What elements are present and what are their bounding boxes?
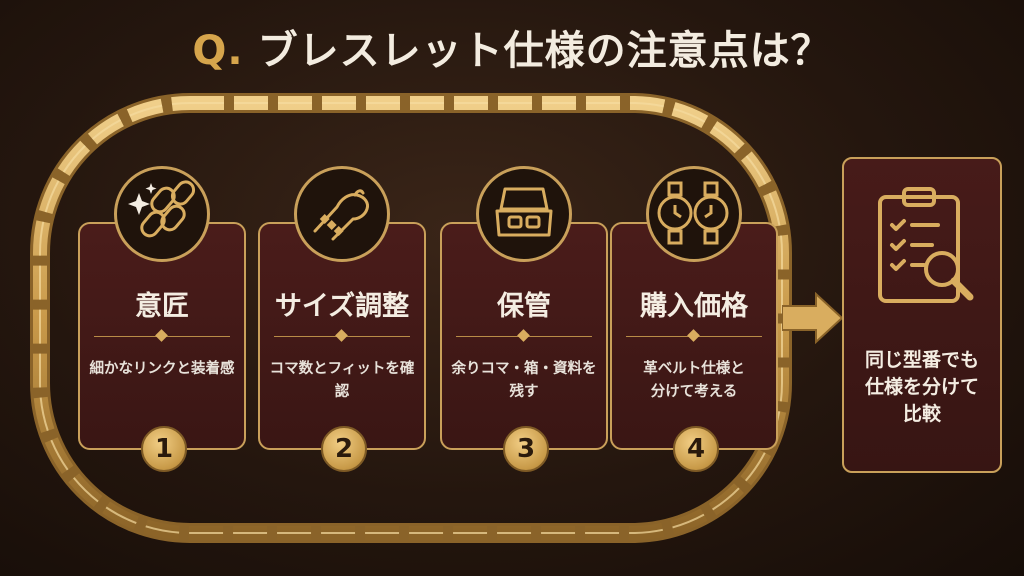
diamond-ornament <box>517 329 530 342</box>
result-description: 同じ型番でも 仕様を分けて 比較 <box>852 347 992 428</box>
card-line: コマ数とフィットを確認 <box>269 361 415 400</box>
card-title: 保管 <box>497 291 551 322</box>
card-description: 革ベルト仕様と 分けて考える <box>618 358 770 404</box>
two-watches-icon <box>646 166 742 262</box>
result-line: 同じ型番でも <box>864 349 979 371</box>
card-title: 購入価格 <box>640 291 748 322</box>
diamond-ornament <box>687 329 700 342</box>
step-number-badge: 2 <box>321 426 367 472</box>
card-title: サイズ調整 <box>274 291 410 322</box>
step-number-badge: 1 <box>141 426 187 472</box>
result-line: 比較 <box>902 403 941 425</box>
result-card: 同じ型番でも 仕様を分けて 比較 <box>842 157 1002 473</box>
card-description: 細かなリンクと装着感 <box>86 358 238 381</box>
clipboard-magnifier-icon <box>878 187 974 303</box>
step-number-badge: 4 <box>673 426 719 472</box>
card-line: 細かなリンクと装着感 <box>89 361 235 377</box>
diamond-ornament <box>155 329 168 342</box>
title-text: ブレスレット仕様の注意点は？ <box>257 28 832 74</box>
card-description: コマ数とフィットを確認 <box>266 358 418 404</box>
title-prefix: Q. <box>192 28 244 74</box>
card-line: 分けて考える <box>650 384 738 400</box>
card-title: 意匠 <box>135 291 189 322</box>
watch-box-icon <box>476 166 572 262</box>
page-title: Q. ブレスレット仕様の注意点は？ <box>0 18 1024 76</box>
arrow-right-icon <box>782 292 844 344</box>
chain-sparkle-icon <box>114 166 210 262</box>
result-line: 仕様を分けて <box>864 376 979 398</box>
card-line: 革ベルト仕様と <box>643 361 745 377</box>
step-number-badge: 3 <box>503 426 549 472</box>
wrist-bracelet-icon <box>294 166 390 262</box>
diamond-ornament <box>335 329 348 342</box>
card-line: 余りコマ・箱・資料を残す <box>451 361 597 400</box>
card-description: 余りコマ・箱・資料を残す <box>448 358 600 404</box>
